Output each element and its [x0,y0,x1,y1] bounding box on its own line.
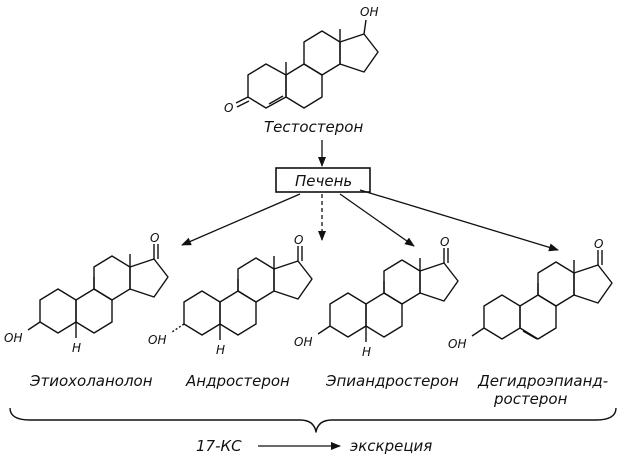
oxygen-label: О [440,235,449,249]
etiocholanolone-structure: О ОН Н [4,231,169,355]
h-label: Н [72,341,81,355]
epiandrosterone-structure: О ОН Н [294,235,459,359]
liver-box [275,167,371,193]
footer-17ks: 17-КС [196,437,242,455]
dhea-label-line2: ростерон [493,390,568,408]
oh-label: ОН [294,335,312,349]
oh-label: ОН [448,337,466,351]
oh-label: ОН [148,333,166,347]
grouping-brace [9,407,617,433]
androsterone-structure: О ОН Н [148,233,313,357]
oxygen-label: О [224,101,233,115]
etiocholanolone-label: Этиохоланолон [29,372,153,390]
liver-label: Печень [295,172,352,190]
epiandrosterone-label: Эпиандростерон [325,372,459,390]
oxygen-label: О [294,233,303,247]
footer-excretion: экскреция [350,437,432,455]
oh-label: ОН [4,331,22,345]
oxygen-label: О [594,237,603,251]
dhea-structure: О ОН [448,237,613,351]
oxygen-label: О [150,231,159,245]
oh-label: ОН [360,5,378,19]
h-label: Н [216,343,225,357]
testosterone-label: Тестостерон [264,118,363,136]
h-label: Н [362,345,371,359]
dhea-label-line1: Дегидроэпианд- [477,372,608,390]
androsterone-label: Андростерон [185,372,290,390]
testosterone-structure: ОН О [224,5,379,115]
